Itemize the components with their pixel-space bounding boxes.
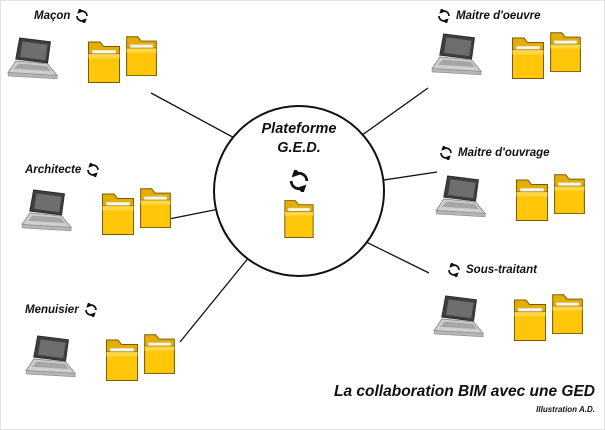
node-label-architecte: Architecte <box>25 164 82 176</box>
sous-traitant-devices <box>433 294 584 345</box>
architecte-devices <box>21 188 172 239</box>
folder-icon <box>513 295 547 342</box>
folder-icon <box>87 37 121 84</box>
node-label-sous-traitant: Sous-traitant <box>466 264 537 276</box>
sync-icon <box>447 263 461 277</box>
laptop-icon <box>25 335 83 385</box>
ged-title-line1: Plateforme <box>261 121 337 137</box>
ged-platform-title: Plateforme G.E.D. <box>215 120 383 158</box>
ged-platform-circle: Plateforme G.E.D. <box>213 105 385 277</box>
folder-icon <box>101 189 135 236</box>
node-label-maitre-oeuvre: Maitre d'oeuvre <box>456 10 541 22</box>
node-label-maitre-ouvrage: Maitre d'ouvrage <box>458 147 550 159</box>
sync-icon <box>86 163 100 177</box>
sync-icon <box>437 9 451 23</box>
folder-icon <box>549 28 582 73</box>
sync-icon <box>288 168 310 194</box>
sync-icon <box>75 9 89 23</box>
node-sous-traitant: Sous-traitant <box>447 263 537 277</box>
arrow-menuisier-to-ged <box>179 250 255 343</box>
node-label-macon: Maçon <box>34 10 71 22</box>
laptop-icon <box>21 189 79 239</box>
node-label-menuisier: Menuisier <box>25 304 79 316</box>
folder-icon <box>125 32 158 77</box>
node-maitre-ouvrage: Maitre d'ouvrage <box>439 146 550 160</box>
folder-icon <box>143 330 176 375</box>
folder-icon <box>284 196 315 239</box>
illustration-credit: Illustration A.D. <box>536 405 595 414</box>
folder-icon <box>105 335 139 382</box>
folder-icon <box>551 290 584 335</box>
maitre-oeuvre-devices <box>431 32 582 83</box>
laptop-icon <box>435 175 493 225</box>
maitre-ouvrage-devices <box>435 174 586 225</box>
folder-icon <box>139 184 172 229</box>
ged-title-line2: G.E.D. <box>277 140 321 156</box>
folder-icon <box>515 175 549 222</box>
node-macon: Maçon <box>34 9 89 23</box>
node-maitre-oeuvre: Maitre d'oeuvre <box>437 9 541 23</box>
laptop-icon <box>7 37 65 87</box>
sync-icon <box>84 303 98 317</box>
diagram-title: La collaboration BIM avec une GED <box>334 383 595 400</box>
laptop-icon <box>433 295 491 345</box>
macon-devices <box>7 36 158 87</box>
folder-icon <box>511 33 545 80</box>
sync-icon <box>439 146 453 160</box>
node-menuisier: Menuisier <box>25 303 98 317</box>
laptop-icon <box>431 33 489 83</box>
node-architecte: Architecte <box>25 163 100 177</box>
folder-icon <box>553 170 586 215</box>
menuisier-devices <box>25 334 176 385</box>
